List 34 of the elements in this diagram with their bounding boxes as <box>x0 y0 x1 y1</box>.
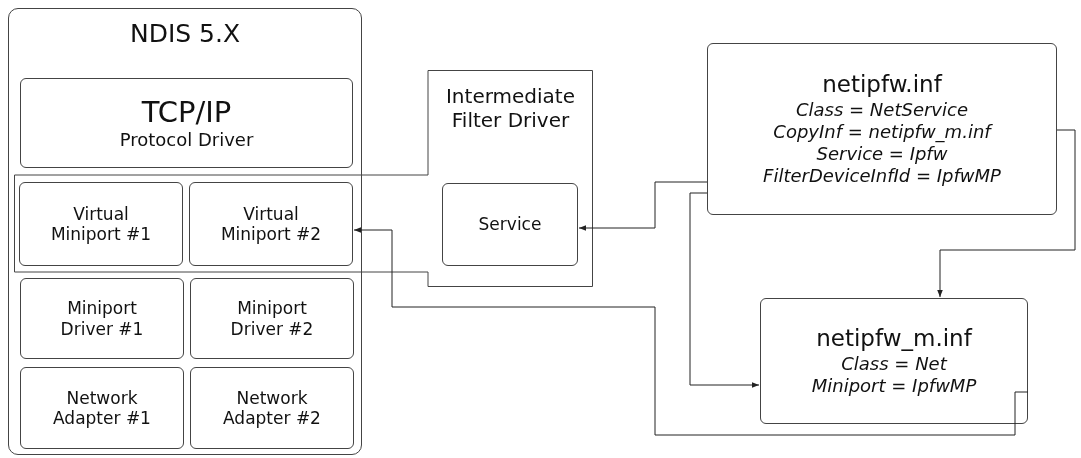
node-title: Virtual Miniport #1 <box>49 203 153 245</box>
node-title: Miniport Driver #1 <box>59 298 145 339</box>
node-text: Class = NetService <box>796 98 968 121</box>
connector-arrow <box>937 129 1076 298</box>
node-text: CopyInf = netipfw_m.inf <box>773 120 991 143</box>
node-title: NDIS 5.X <box>129 19 241 49</box>
node-title: Miniport Driver #2 <box>229 298 315 339</box>
process-box <box>189 182 353 266</box>
connector-arrow <box>689 192 760 388</box>
connector-arrow <box>578 181 708 231</box>
node-title: Intermediate Filter Driver <box>444 84 576 132</box>
node-title: netipfw.inf <box>822 71 942 99</box>
node-title: netipfw_m.inf <box>816 325 972 353</box>
process-box <box>190 367 354 449</box>
node-title: TCP/IP <box>141 94 232 130</box>
node-text: Protocol Driver <box>119 129 254 152</box>
process-box <box>20 78 353 168</box>
process-box <box>190 278 354 359</box>
node-title: Network Adapter #1 <box>52 387 152 429</box>
node-title: Virtual Miniport #2 <box>219 203 323 245</box>
process-box <box>19 182 183 266</box>
node-text: Class = Net <box>841 352 947 375</box>
process-box <box>20 278 184 359</box>
node-text: Miniport = IpfwMP <box>811 374 977 397</box>
file-box <box>707 43 1057 215</box>
connector-arrow <box>353 227 1029 436</box>
node-text: Service = Ipfw <box>816 142 948 165</box>
process-box <box>442 183 578 266</box>
process-box <box>20 367 184 449</box>
node-title: Service <box>477 214 543 235</box>
file-box <box>760 298 1028 424</box>
filter-driver-outline <box>14 70 593 287</box>
node-text: FilterDeviceInfId = IpfwMP <box>763 164 1001 187</box>
node-title: Network Adapter #2 <box>222 387 322 429</box>
